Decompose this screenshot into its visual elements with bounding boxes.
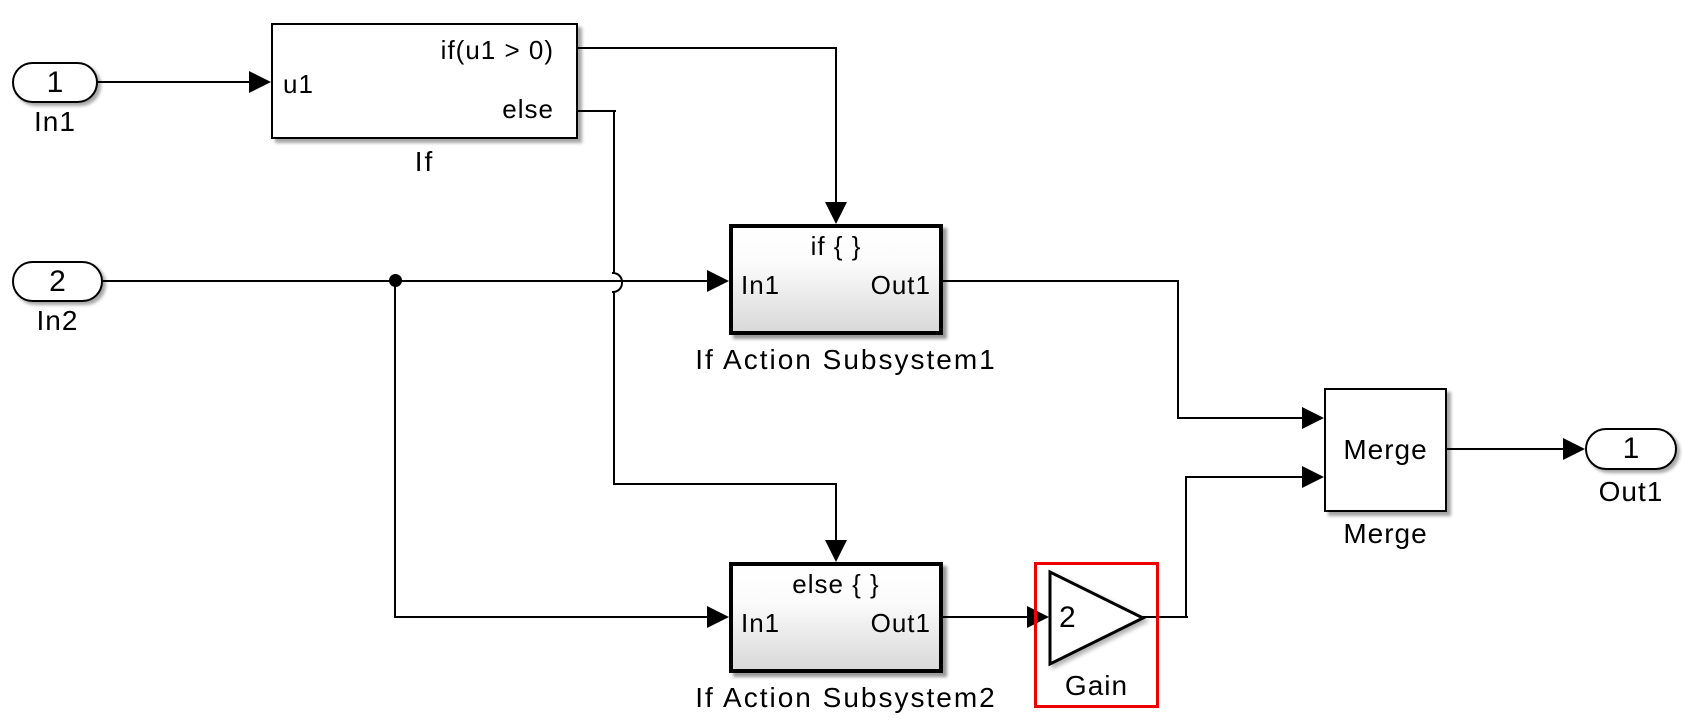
if-block-input-u1: u1 <box>283 69 314 99</box>
arrowhead-subsystem1-action <box>825 202 847 224</box>
subsystem1-output-port-label: Out1 <box>870 270 931 300</box>
arrowhead-subsystem2-action <box>825 540 847 562</box>
outport-out1-label[interactable]: Out1 <box>1598 476 1664 507</box>
signal-line-in1-to-if[interactable] <box>97 81 251 83</box>
line-jump-arc <box>612 272 623 293</box>
if-action-subsystem1-label[interactable]: If Action Subsystem1 <box>695 344 997 375</box>
gain-label[interactable]: Gain <box>1064 670 1129 701</box>
signal-line-if-to-subsystem1-drop[interactable] <box>835 47 837 204</box>
gain-value: 2 <box>1059 601 1076 634</box>
if-action-subsystem1-block[interactable]: if { } In1 Out1 <box>729 224 943 335</box>
merge-block[interactable]: Merge <box>1324 388 1447 512</box>
signal-line-merge-to-out1[interactable] <box>1447 448 1563 450</box>
signal-line-subsystem1-out[interactable] <box>943 280 1179 282</box>
signal-line-in2-to-subsystem1[interactable] <box>103 280 707 282</box>
inport-in2-label[interactable]: In2 <box>36 305 79 336</box>
signal-line-else-to-subsystem2-drop[interactable] <box>835 483 837 540</box>
subsystem2-action-port-label: else { } <box>792 569 880 599</box>
if-block-label[interactable]: If <box>414 146 435 177</box>
if-block-output-if-condition: if(u1 > 0) <box>440 35 554 65</box>
outport-out1-number: 1 <box>1622 432 1640 465</box>
if-action-subsystem2-block[interactable]: else { } In1 Out1 <box>729 562 943 673</box>
merge-block-label[interactable]: Merge <box>1343 518 1428 549</box>
signal-line-subsystem1-out-drop[interactable] <box>1177 280 1179 418</box>
signal-line-to-merge-in2[interactable] <box>1185 476 1302 478</box>
arrowhead-subsystem1-in1 <box>707 270 729 292</box>
if-block-output-else: else <box>502 94 554 124</box>
inport-in2[interactable]: 2 <box>12 261 103 302</box>
subsystem1-input-port-label: In1 <box>741 270 781 300</box>
signal-line-in2-branch-drop[interactable] <box>394 280 396 617</box>
merge-block-text: Merge <box>1343 434 1428 465</box>
arrowhead-if-u1 <box>249 71 271 93</box>
signal-line-else-drop-lower[interactable] <box>613 288 615 484</box>
signal-line-if-to-subsystem1[interactable] <box>578 47 836 49</box>
subsystem2-input-port-label: In1 <box>741 608 781 638</box>
inport-in1-number: 1 <box>46 65 64 99</box>
arrowhead-merge-in2 <box>1302 466 1324 488</box>
signal-line-else-stub[interactable] <box>578 110 616 112</box>
arrowhead-subsystem2-in1 <box>707 606 729 628</box>
subsystem1-action-port-label: if { } <box>810 231 862 261</box>
signal-line-subsystem2-out[interactable] <box>943 616 1027 618</box>
inport-in2-number: 2 <box>49 264 66 298</box>
inport-in1-label[interactable]: In1 <box>34 106 76 137</box>
inport-in1[interactable]: 1 <box>12 62 98 103</box>
arrowhead-out1 <box>1563 438 1585 460</box>
signal-line-in2-branch-to-subsystem2[interactable] <box>394 616 707 618</box>
signal-line-gain-out-riser[interactable] <box>1185 477 1187 618</box>
signal-line-else-drop-upper[interactable] <box>613 110 615 273</box>
gain-selection[interactable]: 2 Gain <box>1034 562 1159 708</box>
gain-triangle[interactable] <box>1037 565 1156 705</box>
arrowhead-gain-in <box>1027 606 1049 628</box>
if-action-subsystem2-label[interactable]: If Action Subsystem2 <box>695 682 997 713</box>
if-block[interactable]: u1 if(u1 > 0) else <box>271 23 578 139</box>
signal-line-else-horizontal[interactable] <box>613 483 836 485</box>
subsystem2-output-port-label: Out1 <box>870 608 931 638</box>
outport-out1[interactable]: 1 <box>1585 428 1677 470</box>
arrowhead-merge-in1 <box>1302 407 1324 429</box>
signal-line-to-merge-in1[interactable] <box>1177 417 1302 419</box>
signal-line-gain-out[interactable] <box>1142 616 1188 618</box>
